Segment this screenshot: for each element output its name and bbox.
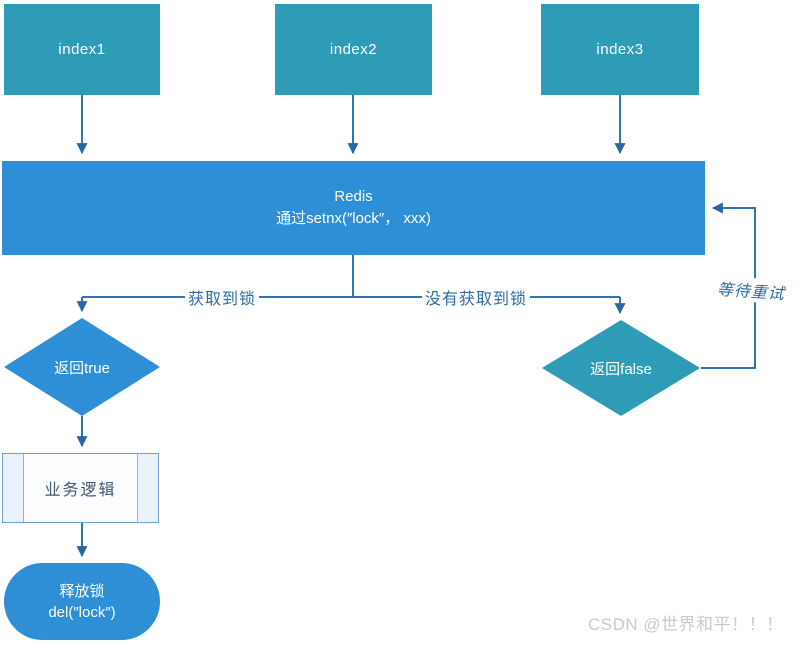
release-lock-del-call: del(″lock″) xyxy=(48,603,116,621)
predefined-process-business-logic: 业务逻辑 xyxy=(2,453,159,523)
release-lock-label: 释放锁 xyxy=(59,582,105,600)
decision-label: 返回true xyxy=(54,359,110,377)
predefined-process-side-lines xyxy=(23,454,138,522)
redis-title: Redis xyxy=(334,188,373,205)
redis-node: Redis 通过setnx(″lock″， xxx) xyxy=(2,161,705,255)
client-node-index2: index2 xyxy=(275,4,432,95)
client-node-index1: index1 xyxy=(4,4,160,95)
process-label: 业务逻辑 xyxy=(44,482,117,499)
edge-label-not-acquired-lock: 没有获取到锁 xyxy=(421,285,531,309)
edge-label-wait-retry: 等待重试 xyxy=(713,275,789,305)
client-node-label: index3 xyxy=(596,41,644,58)
terminator-release-lock: 释放锁 del(″lock″) xyxy=(4,563,160,640)
client-node-index3: index3 xyxy=(541,4,699,95)
redis-setnx-call: 通过setnx(″lock″， xxx) xyxy=(276,210,431,227)
client-node-label: index2 xyxy=(329,41,378,58)
decision-label: 返回false xyxy=(590,360,652,378)
csdn-watermark: CSDN @世界和平！！！ xyxy=(588,615,784,634)
edge-label-acquired-lock: 获取到锁 xyxy=(184,285,260,309)
client-node-label: index1 xyxy=(58,41,106,58)
